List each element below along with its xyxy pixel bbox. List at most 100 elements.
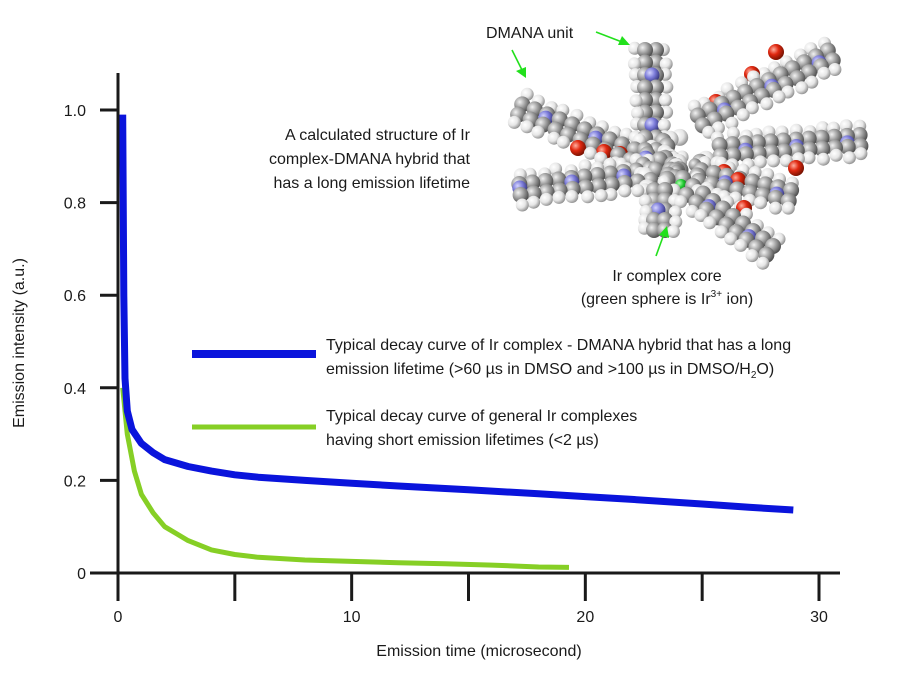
legend-item-long-lifetime: Typical decay curve of Ir complex - DMAN…: [192, 337, 791, 381]
carbon-atom: [767, 190, 784, 206]
carbon-atom: [646, 222, 662, 238]
hydrogen-atom: [666, 225, 680, 238]
x-axis-title: Emission time (microsecond): [376, 643, 581, 660]
carbon-atom: [637, 42, 653, 58]
hydrogen-atom: [594, 189, 608, 203]
legend-label-long-lifetime-line-2b: O): [756, 361, 774, 378]
y-tick-label: 0.6: [64, 288, 86, 305]
hydrogen-atom: [659, 57, 673, 71]
hydrogen-atom: [842, 151, 856, 165]
legend-label-long-lifetime-line-2: emission lifetime (>60 µs in DMSO and >1…: [326, 361, 774, 381]
y-axis-title: Emission intensity (a.u.): [11, 258, 28, 428]
hydrogen-atom: [520, 120, 534, 134]
structure-caption: A calculated structure of Ir complex-DMA…: [269, 127, 471, 192]
hydrogen-atom: [724, 232, 738, 246]
carbon-atom: [737, 146, 754, 163]
ir-core-sublabel-charge: 3+: [711, 289, 723, 300]
hydrogen-atom: [581, 190, 595, 204]
hydrogen-atom: [829, 148, 843, 162]
nitrogen-atom: [644, 67, 660, 83]
hydrogen-atom: [659, 93, 672, 107]
carbon-atom: [814, 140, 831, 157]
nitrogen-atom: [644, 117, 660, 133]
hydrogen-atom: [556, 135, 570, 149]
hydrogen-atom: [772, 90, 786, 104]
carbon-atom: [648, 79, 664, 96]
hydrogen-atom: [817, 66, 831, 80]
series-line-long-lifetime: [119, 114, 794, 514]
hydrogen-atom: [753, 155, 767, 169]
hydrogen-atom: [631, 184, 645, 198]
dmana-unit-label: DMANA unit: [486, 25, 574, 42]
hydrogen-atom: [734, 238, 748, 252]
hydrogen-atom: [745, 249, 759, 263]
hydrogen-atom: [531, 125, 545, 139]
series-layer: [119, 114, 794, 570]
hydrogen-atom: [627, 57, 641, 71]
y-tick-label: 0.4: [64, 381, 86, 398]
dmana-arrow-down: [511, 49, 526, 78]
carbon-atom: [648, 92, 664, 108]
hydrogen-atom: [631, 106, 644, 120]
hydrogen-atom: [781, 201, 795, 215]
ir-core-sublabel-end: ion): [722, 291, 753, 308]
x-tick-label: 0: [114, 609, 123, 626]
axes: [90, 73, 840, 575]
carbon-atom: [637, 54, 653, 71]
oxygen-atom: [788, 160, 804, 176]
ir-core-label: Ir complex core: [612, 268, 721, 285]
ir-core-sublabel: (green sphere is Ir3+ ion): [581, 289, 753, 308]
hydrogen-atom: [745, 101, 759, 115]
hydrogen-atom: [629, 94, 643, 108]
hydrogen-atom: [668, 205, 682, 219]
hydrogen-atom: [828, 63, 842, 76]
oxygen-atom: [570, 140, 586, 156]
hydrogen-atom: [795, 81, 809, 95]
hydrogen-atom: [736, 108, 750, 122]
hydrogen-atom: [711, 121, 725, 135]
structure-caption-line-3: has a long emission lifetime: [273, 175, 470, 192]
legend-label-short-lifetime-line-2: having short emission lifetimes (<2 µs): [326, 432, 599, 449]
hydrogen-atom: [657, 118, 671, 132]
legend-label-long-lifetime-line-1: Typical decay curve of Ir complex - DMAN…: [326, 337, 791, 354]
hydrogen-atom: [660, 80, 674, 94]
ir-core-sublabel-text: (green sphere is Ir: [581, 291, 712, 308]
hydrogen-atom: [527, 195, 541, 209]
structure-caption-line-1: A calculated structure of Ir: [285, 127, 471, 144]
hydrogen-atom: [805, 75, 819, 89]
y-tick-label: 1.0: [64, 103, 86, 120]
carbon-atom: [637, 79, 653, 96]
legend-item-short-lifetime: Typical decay curve of general Ir comple…: [192, 408, 637, 449]
hydrogen-atom: [767, 154, 780, 168]
hydrogen-atom: [539, 192, 553, 206]
hydrogen-atom: [565, 190, 579, 203]
oxygen-atom: [768, 44, 784, 60]
hydrogen-atom: [694, 209, 708, 222]
dmana-arrow-right: [595, 31, 630, 45]
hydrogen-atom: [756, 256, 770, 270]
hydrogen-atom: [583, 146, 597, 160]
y-tick-label: 0: [77, 566, 86, 583]
hydrogen-atom: [802, 151, 816, 165]
legend: Typical decay curve of Ir complex - DMAN…: [192, 337, 791, 449]
series-line-short-lifetime: [120, 387, 570, 570]
hydrogen-atom: [714, 225, 728, 239]
carbon-atom: [603, 176, 620, 193]
hydrogen-atom: [515, 198, 529, 212]
carbon-atom: [839, 138, 856, 155]
structure-caption-line-2: complex-DMANA hybrid that: [269, 151, 471, 168]
hydrogen-atom: [604, 188, 618, 201]
hydrogen-atom: [760, 97, 774, 111]
y-tick-label: 0.2: [64, 473, 86, 490]
hydrogen-atom: [725, 116, 739, 130]
carbon-atom: [648, 104, 664, 121]
carbon-atom: [648, 54, 664, 71]
x-tick-label: 10: [343, 609, 361, 626]
carbon-atom: [648, 42, 664, 58]
x-tick-label: 20: [576, 609, 594, 626]
legend-label-subscript: 2: [751, 370, 757, 381]
hydrogen-atom: [816, 152, 830, 166]
legend-label-short-lifetime-line-1: Typical decay curve of general Ir comple…: [326, 408, 637, 425]
